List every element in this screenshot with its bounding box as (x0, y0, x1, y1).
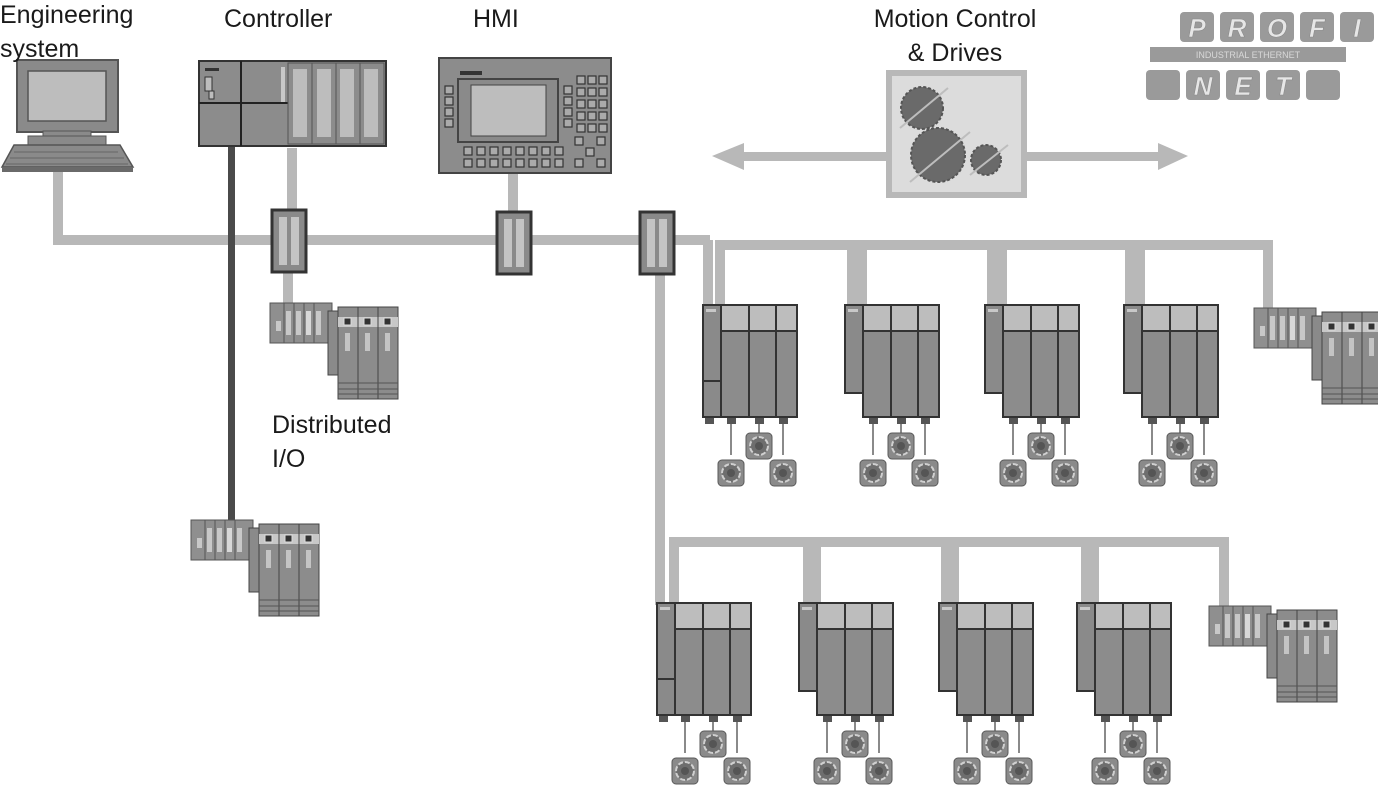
network-switch[interactable] (638, 210, 676, 276)
drive-system[interactable] (938, 602, 1034, 784)
label-motion-control: Motion Control & Drives (850, 4, 1060, 68)
label-motion-line1: Motion Control (873, 5, 1037, 33)
logo-tile (1146, 70, 1180, 100)
network-cables (53, 148, 1273, 610)
logo-letter: F (1309, 13, 1326, 43)
distributed-io-unit[interactable] (1208, 605, 1338, 703)
drive-system[interactable] (702, 304, 798, 486)
label-engineering-line2: system (0, 35, 80, 63)
label-hmi: HMI (473, 5, 519, 33)
network-switch[interactable] (270, 208, 308, 274)
cable-row1-b (715, 240, 857, 305)
cable-row1-e (1135, 240, 1273, 310)
cable-row1-c (857, 240, 997, 305)
motion-arrows (712, 143, 1188, 170)
drive-system[interactable] (984, 304, 1080, 486)
logo-letter: N (1194, 71, 1214, 101)
logo-tile: E (1226, 70, 1260, 101)
cable-row2-c (949, 537, 1091, 605)
gear-icon (969, 144, 1009, 176)
logo-tile: R (1220, 12, 1254, 43)
label-motion-line2: & Drives (907, 39, 1003, 67)
cable-row2-a (669, 537, 813, 605)
label-engineering-line1: Engineering (0, 1, 134, 29)
logo-letter: T (1275, 71, 1293, 101)
logo-tile: I (1340, 12, 1374, 43)
controller-plc[interactable] (198, 60, 387, 147)
network-switch[interactable] (495, 210, 533, 276)
cable-backbone (53, 172, 710, 245)
logo-tile: T (1266, 70, 1300, 101)
label-engineering-system: Engineering system (0, 0, 133, 64)
label-distributed-io: Distributed I/O (272, 410, 392, 474)
distributed-io-unit[interactable] (190, 519, 320, 617)
drive-system[interactable] (1076, 602, 1172, 784)
engineering-pc[interactable] (0, 59, 135, 172)
logo-tile: O (1260, 12, 1294, 43)
arrow-left-icon (712, 143, 744, 170)
gear-icon (899, 86, 949, 130)
logo-tile: N (1186, 70, 1220, 101)
drive-system[interactable] (1123, 304, 1219, 486)
drive-system[interactable] (844, 304, 940, 486)
logo-letter: I (1353, 13, 1361, 43)
logo-tile: P (1180, 12, 1214, 43)
logo-band-text: INDUSTRIAL ETHERNET (1196, 50, 1301, 60)
logo-letter: E (1234, 71, 1252, 101)
gear-icon (909, 127, 971, 183)
cable-row1-d (997, 240, 1135, 305)
drive-system[interactable] (656, 602, 752, 784)
label-dio-line2: I/O (272, 445, 306, 473)
profibus-line (228, 145, 235, 523)
logo-letter: P (1188, 13, 1206, 43)
logo-tile (1306, 70, 1340, 100)
cable-row2-d (1089, 537, 1229, 610)
cable-row2-b (811, 537, 951, 605)
distributed-io-unit[interactable] (1253, 307, 1378, 405)
logo-tile: F (1300, 12, 1334, 43)
label-controller: Controller (224, 5, 333, 33)
arrow-right-icon (1158, 143, 1188, 170)
logo-letter: O (1267, 13, 1287, 43)
drive-system[interactable] (798, 602, 894, 784)
logo-letter: R (1228, 13, 1247, 43)
label-dio-line1: Distributed (272, 411, 392, 439)
motion-control-box[interactable] (886, 70, 1027, 198)
hmi-panel[interactable] (438, 57, 612, 174)
distributed-io-unit[interactable] (269, 302, 399, 400)
